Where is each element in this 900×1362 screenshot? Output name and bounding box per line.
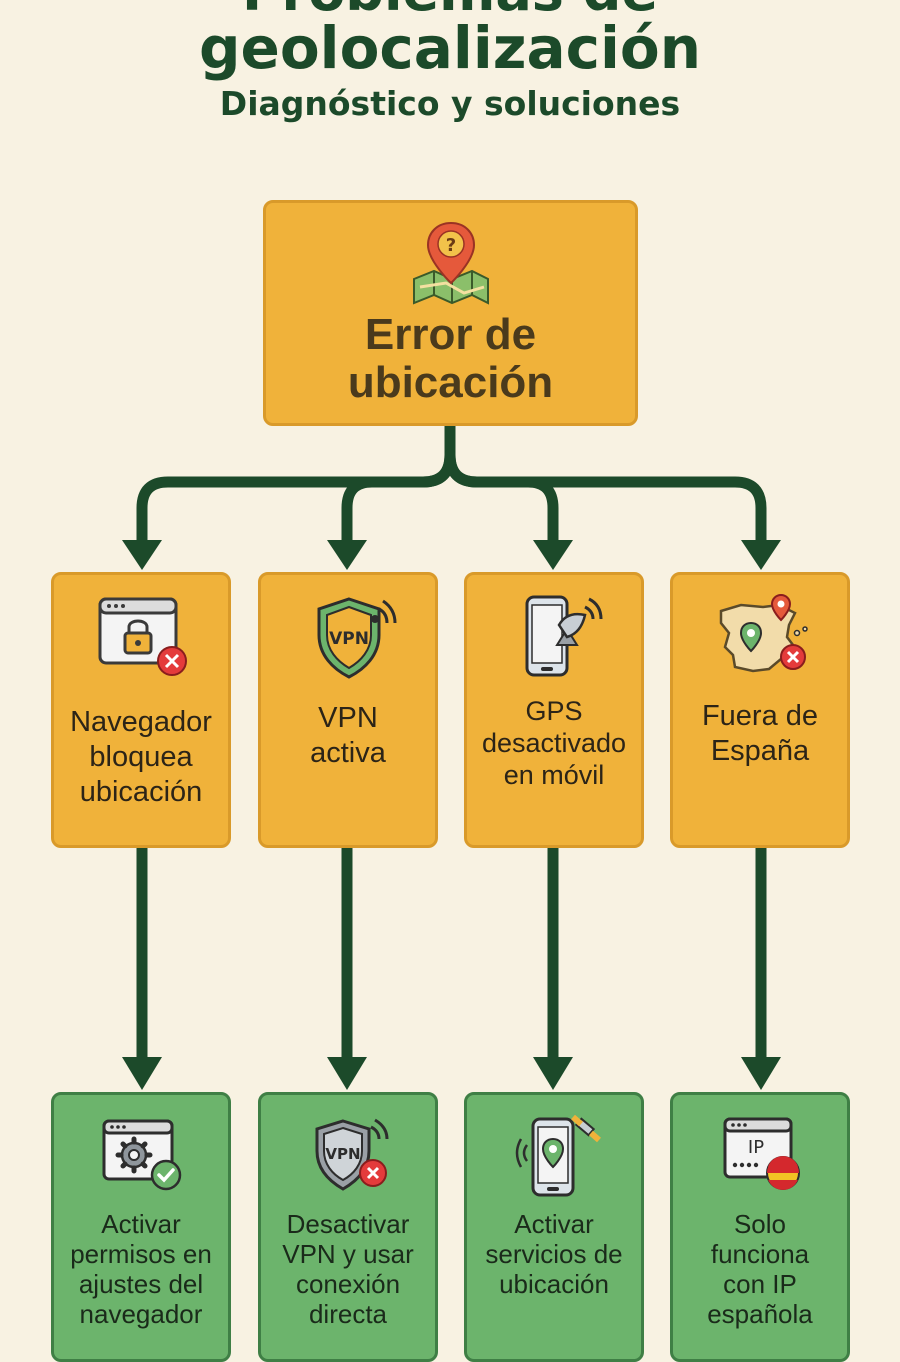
phone-satellite-icon: [525, 595, 603, 677]
title-line-1: Problemas de: [0, 0, 900, 22]
browser-lock-icon: [98, 597, 187, 676]
arrowhead-4: [741, 540, 781, 570]
solution-gps: Activar servicios de ubicación: [464, 1092, 644, 1362]
cause-gps: GPS desactivado en móvil: [464, 572, 644, 848]
solution-browser-label: Activar permisos en ajustes del navegado…: [70, 1209, 212, 1329]
solution-spain-ip: IP Solo funciona con IP española: [670, 1092, 850, 1362]
solution-spain-ip-label: Solo funciona con IP española: [707, 1209, 813, 1329]
connector-root-gps: [444, 449, 559, 546]
cause-spain-label: Fuera de España: [701, 700, 819, 767]
title-line-2: geolocalización: [198, 14, 701, 82]
root-label: Error de ubicación: [347, 310, 554, 407]
phone-location-icon: [515, 1115, 601, 1197]
browser-settings-check-icon: [102, 1119, 182, 1191]
solution-gps-label: Activar servicios de ubicación: [485, 1209, 623, 1299]
svg-text:IP: IP: [748, 1137, 764, 1158]
arrowhead-7: [533, 1057, 573, 1090]
cause-browser-label: Navegador bloquea ubicación: [70, 706, 212, 808]
cause-gps-label: GPS desactivado en móvil: [481, 696, 627, 790]
arrowhead-6: [327, 1057, 367, 1090]
svg-text:?: ?: [446, 235, 456, 256]
subtitle: Diagnóstico y soluciones: [219, 84, 681, 123]
cause-browser: Navegador bloquea ubicación: [51, 572, 231, 848]
vpn-shield-icon: VPN: [317, 597, 397, 679]
vpn-off-icon: VPN: [315, 1118, 389, 1191]
arrowhead-1: [122, 540, 162, 570]
arrowhead-5: [122, 1057, 162, 1090]
arrowhead-8: [741, 1057, 781, 1090]
svg-text:VPN: VPN: [325, 1145, 360, 1163]
cause-spain: Fuera de España: [670, 572, 850, 848]
root-node: ? Error de ubicación: [263, 200, 638, 426]
connector-root-spain: [444, 449, 767, 546]
ip-spain-icon: IP: [723, 1117, 800, 1190]
connector-root-vpn: [341, 449, 456, 546]
cause-vpn: VPN VPN activa: [258, 572, 438, 848]
solution-vpn-label: Desactivar VPN y usar conexión directa: [282, 1209, 414, 1329]
spain-map-icon: [719, 593, 808, 673]
arrowhead-3: [533, 540, 573, 570]
cause-vpn-label: VPN activa: [310, 702, 386, 769]
map-pin-question-icon: ?: [413, 221, 489, 305]
solution-vpn: VPN Desactivar VPN y usar conexión direc…: [258, 1092, 438, 1362]
solution-browser: Activar permisos en ajustes del navegado…: [51, 1092, 231, 1362]
arrowhead-2: [327, 540, 367, 570]
svg-text:VPN: VPN: [329, 629, 369, 649]
